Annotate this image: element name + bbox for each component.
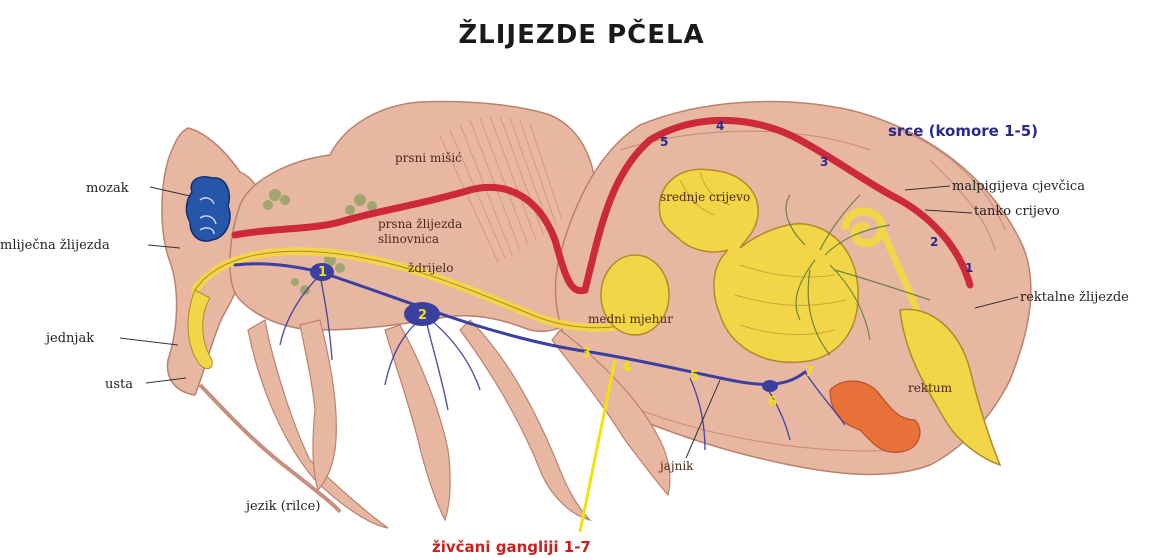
label-slinovnica: slinovnica	[378, 232, 439, 246]
label-mozak: mozak	[86, 181, 129, 196]
ganglion-2: 2	[418, 308, 427, 323]
label-tanko-crijevo: tanko crijevo	[974, 204, 1060, 219]
label-rektum: rektum	[908, 381, 953, 395]
heart-chamber-1: 1	[965, 261, 973, 275]
label-srednje-crijevo: srednje crijevo	[660, 190, 750, 204]
label-medni-mjehur: medni mjehur	[588, 312, 673, 326]
brain	[186, 177, 230, 241]
label-jednjak: jednjak	[44, 331, 94, 346]
ganglion-6-shape	[762, 380, 778, 392]
label-jezik: jezik (rilce)	[244, 499, 320, 514]
heart-chamber-4: 4	[716, 119, 724, 133]
label-prsna-zlijezda: prsna žlijezda	[378, 217, 462, 231]
label-usta: usta	[105, 377, 133, 392]
heart-chamber-3: 3	[820, 155, 828, 169]
ganglion-1: 1	[318, 265, 327, 280]
ganglion-5: 5	[690, 369, 699, 384]
ganglion-7: 7	[805, 365, 814, 380]
label-zivcani-gangliji: živčani gangliji 1-7	[432, 538, 591, 556]
ganglion-6: 6	[768, 395, 777, 410]
label-malpigijeva-cjevcica: malpigijeva cjevčica	[952, 179, 1085, 194]
label-mlijecna-zlijezda: mliječna žlijezda	[0, 238, 110, 253]
ganglion-3: 3	[582, 346, 591, 361]
label-zdrijelo: ždrijelo	[408, 261, 453, 275]
label-srce: srce (komore 1-5)	[888, 122, 1038, 140]
heart-chamber-2: 2	[930, 235, 938, 249]
label-jajnik: jajnik	[658, 459, 694, 473]
label-rektalne-zlijezde: rektalne žlijezde	[1020, 290, 1129, 305]
heart-chamber-5: 5	[660, 135, 668, 149]
label-prsni-misic: prsni mišić	[395, 151, 462, 165]
ganglion-4: 4	[622, 360, 631, 375]
